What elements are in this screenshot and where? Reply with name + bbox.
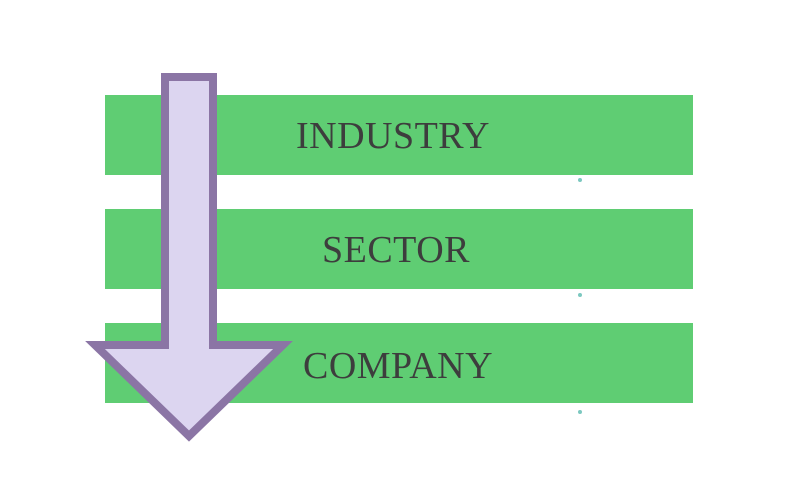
marker-dot [578, 178, 582, 182]
level-label-company: COMPANY [302, 345, 494, 387]
down-arrow-shape [85, 73, 293, 442]
marker-dot [578, 293, 582, 297]
level-label-sector: SECTOR [321, 229, 470, 271]
marker-dot [578, 410, 582, 414]
level-label-industry: INDUSTRY [295, 115, 491, 157]
